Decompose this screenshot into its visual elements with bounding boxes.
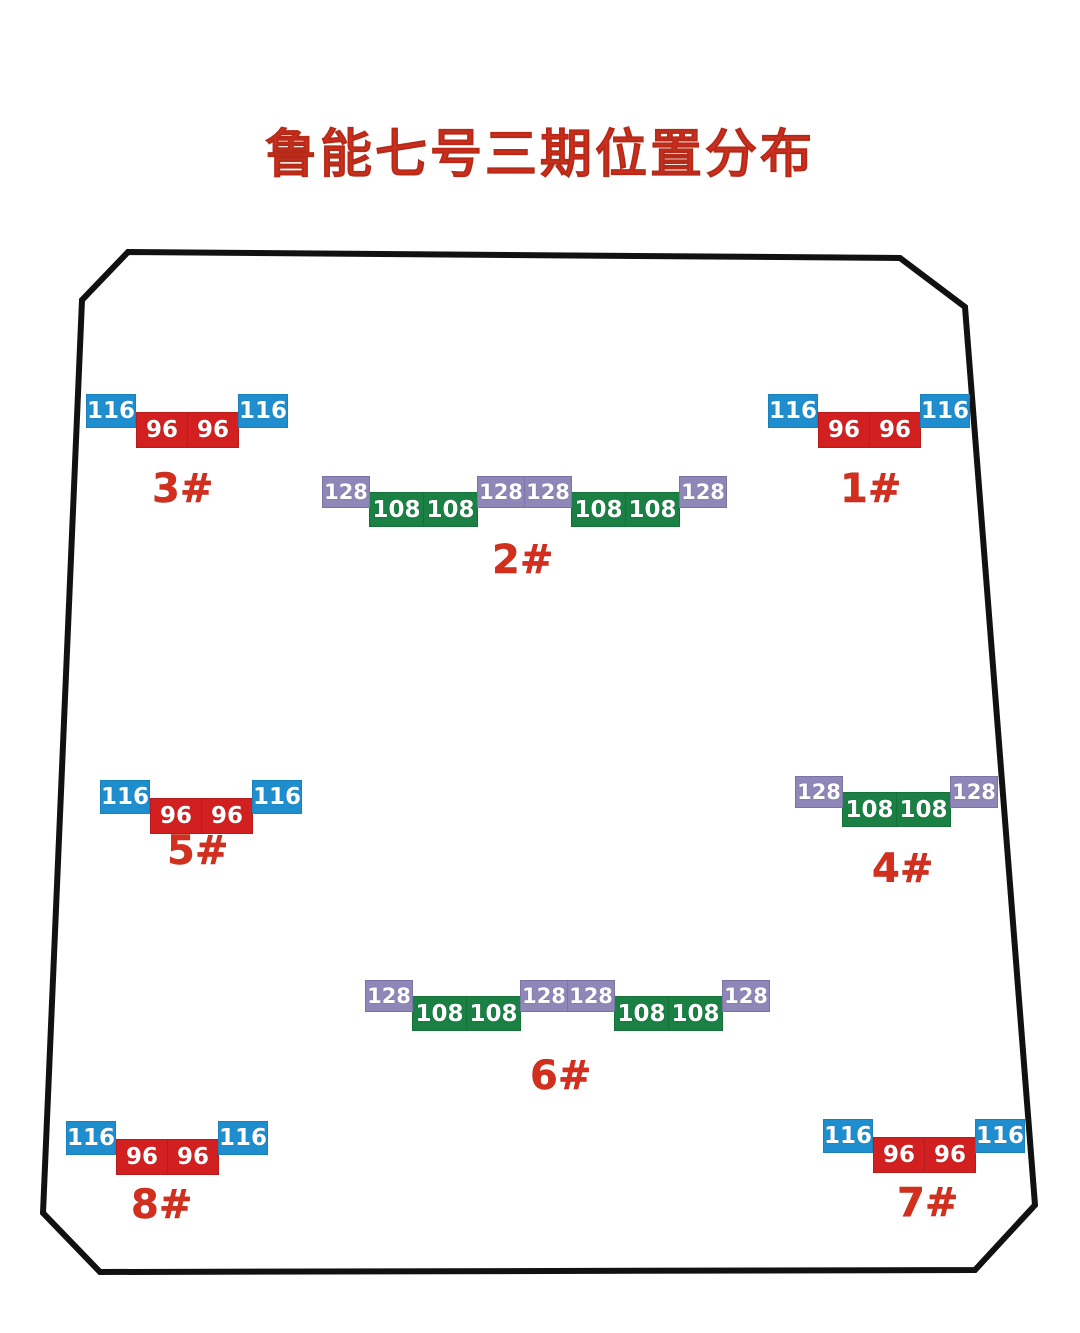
building-label-4: 4# — [872, 846, 934, 892]
building-label-5: 5# — [167, 828, 229, 874]
unit-block-96[interactable]: 96 — [150, 798, 202, 834]
unit-block-108[interactable]: 108 — [625, 492, 680, 527]
unit-block-128[interactable]: 128 — [795, 776, 843, 808]
unit-block-108[interactable]: 108 — [423, 492, 478, 527]
unit-block-128[interactable]: 128 — [679, 476, 727, 508]
building-label-7: 7# — [897, 1180, 959, 1226]
unit-block-108[interactable]: 108 — [614, 996, 669, 1031]
building-label-3: 3# — [152, 466, 214, 512]
unit-block-116[interactable]: 116 — [86, 394, 136, 428]
unit-block-108[interactable]: 108 — [466, 996, 521, 1031]
unit-block-96[interactable]: 96 — [187, 412, 239, 448]
unit-block-116[interactable]: 116 — [66, 1121, 116, 1155]
unit-block-116[interactable]: 116 — [823, 1119, 873, 1153]
building-label-6: 6# — [530, 1053, 592, 1099]
unit-block-96[interactable]: 96 — [136, 412, 188, 448]
building-label-2: 2# — [492, 537, 554, 583]
unit-block-96[interactable]: 96 — [924, 1137, 976, 1173]
unit-block-128[interactable]: 128 — [365, 980, 413, 1012]
unit-block-108[interactable]: 108 — [668, 996, 723, 1031]
unit-block-116[interactable]: 116 — [100, 780, 150, 814]
unit-block-116[interactable]: 116 — [975, 1119, 1025, 1153]
unit-block-116[interactable]: 116 — [218, 1121, 268, 1155]
unit-block-96[interactable]: 96 — [873, 1137, 925, 1173]
unit-block-116[interactable]: 116 — [238, 394, 288, 428]
unit-block-96[interactable]: 96 — [116, 1139, 168, 1175]
unit-block-116[interactable]: 116 — [252, 780, 302, 814]
unit-block-108[interactable]: 108 — [842, 792, 897, 827]
unit-block-128[interactable]: 128 — [520, 980, 568, 1012]
unit-block-108[interactable]: 108 — [571, 492, 626, 527]
unit-block-108[interactable]: 108 — [369, 492, 424, 527]
unit-block-108[interactable]: 108 — [412, 996, 467, 1031]
unit-block-96[interactable]: 96 — [201, 798, 253, 834]
unit-block-128[interactable]: 128 — [950, 776, 998, 808]
unit-block-128[interactable]: 128 — [524, 476, 572, 508]
building-label-8: 8# — [131, 1182, 193, 1228]
building-label-1: 1# — [840, 466, 902, 512]
page-title: 鲁能七号三期位置分布 — [264, 125, 815, 186]
unit-block-128[interactable]: 128 — [322, 476, 370, 508]
unit-block-96[interactable]: 96 — [167, 1139, 219, 1175]
unit-block-108[interactable]: 108 — [896, 792, 951, 827]
unit-block-116[interactable]: 116 — [920, 394, 970, 428]
unit-block-96[interactable]: 96 — [869, 412, 921, 448]
unit-block-96[interactable]: 96 — [818, 412, 870, 448]
site-boundary-polygon — [39, 248, 1039, 1276]
unit-block-128[interactable]: 128 — [477, 476, 525, 508]
unit-block-128[interactable]: 128 — [722, 980, 770, 1012]
unit-block-128[interactable]: 128 — [567, 980, 615, 1012]
unit-block-116[interactable]: 116 — [768, 394, 818, 428]
